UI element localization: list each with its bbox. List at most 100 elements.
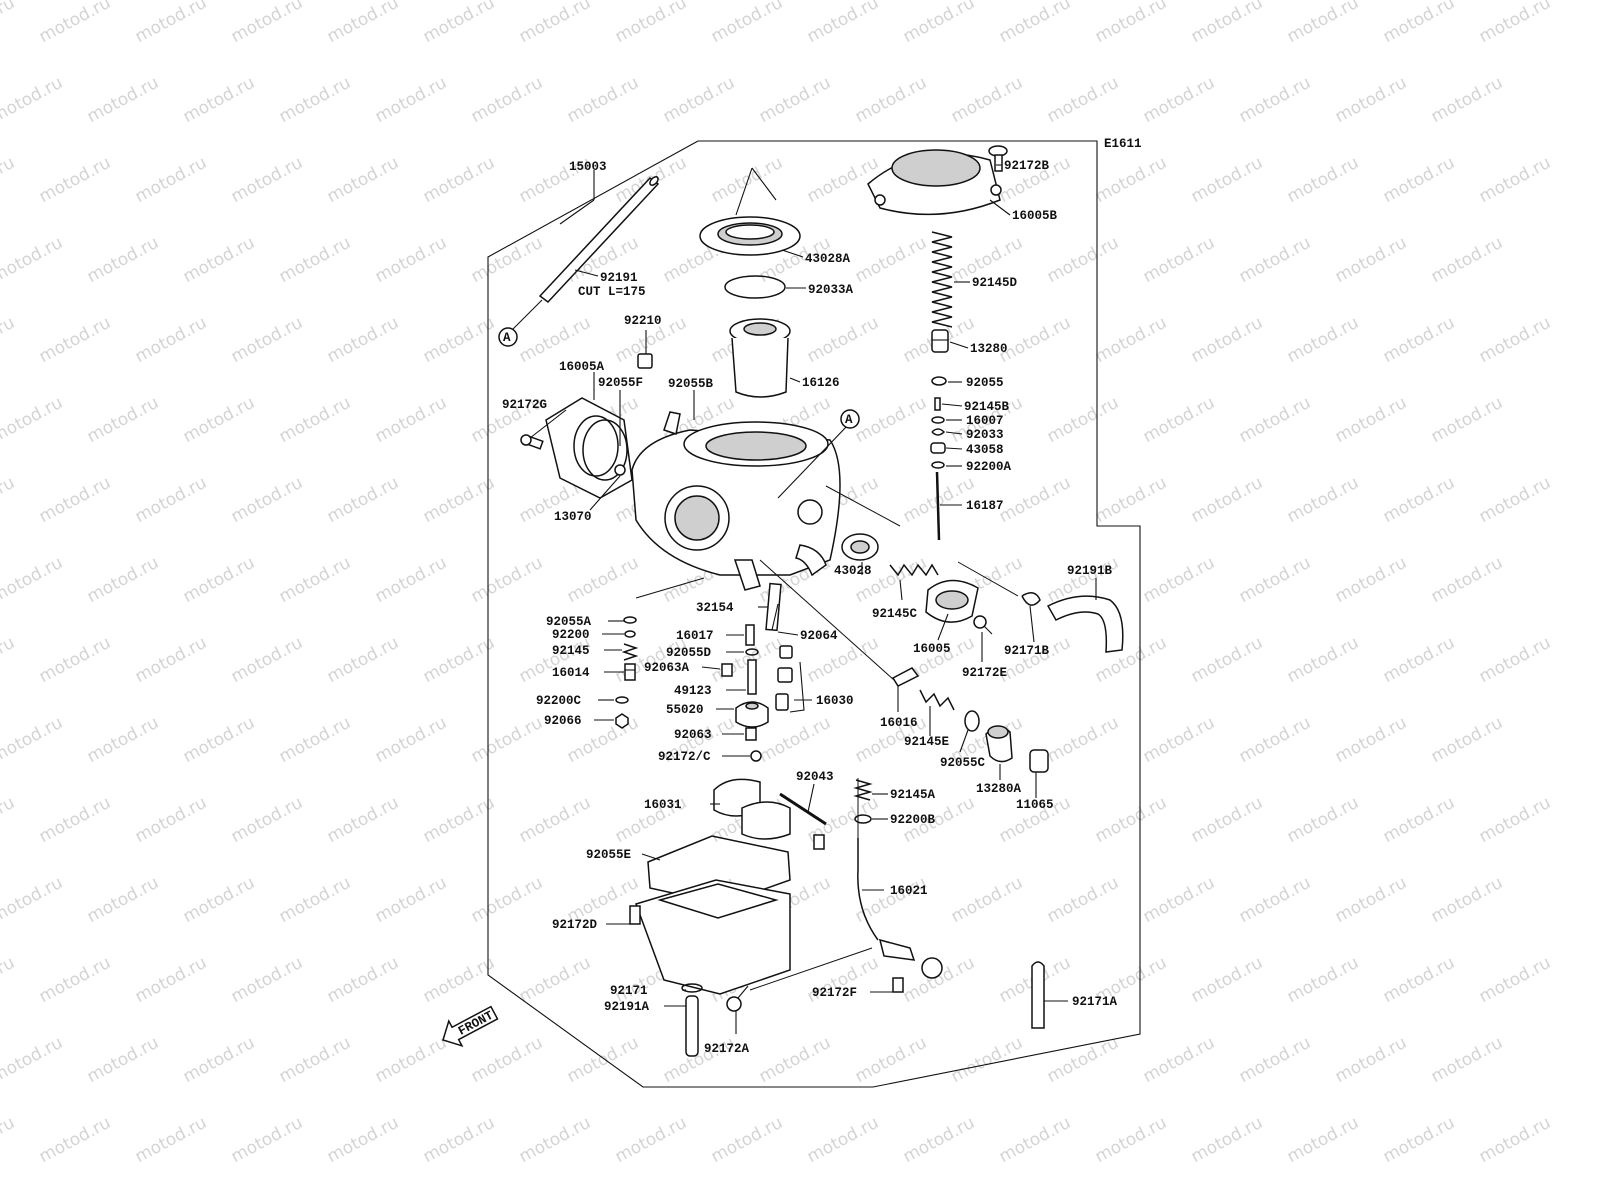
label-92043: 92043 [796,770,834,784]
label-16017: 16017 [676,629,714,643]
label-92171a: 92171A [1072,995,1118,1009]
label-92145a: 92145A [890,788,936,802]
hose-92191a [685,995,699,1057]
spring-92145d [931,231,953,328]
leader-92064-pin [771,603,779,631]
spring-92145c [889,563,939,577]
screw-92172b [988,145,1008,172]
rod-15003 [538,176,660,304]
ring-92033a [724,275,786,299]
pin-92043 [779,792,827,826]
screw-92172d [629,905,641,925]
label-92171b: 92171B [1004,644,1050,658]
label-cut: CUT L=175 [578,285,646,299]
label-92172c: 92172/C [658,750,711,764]
svg-text:A: A [503,331,511,345]
label-11065: 11065 [1016,798,1054,812]
label-92033: 92033 [966,428,1004,442]
label-16187: 16187 [966,499,1004,513]
label-43028a: 43028A [805,252,851,266]
washer-92200b [854,814,872,824]
label-43028: 43028 [834,564,872,578]
oring-92055a [623,616,637,624]
hose-92191b [1046,595,1124,653]
label-92172e: 92172E [962,666,1007,680]
needle-16187 [935,471,941,541]
part-13280 [931,329,949,353]
label-16005b: 16005B [1012,209,1058,223]
label-92055d: 92055D [666,646,712,660]
spring-92145e [919,689,955,711]
label-92066: 92066 [544,714,582,728]
label-92191a: 92191A [604,1000,650,1014]
label-92210: 92210 [624,314,662,328]
part-labels: 15003 92191 CUT L=175 43028A 92033A 9221… [502,159,1118,1056]
washer-92200 [624,630,636,638]
leader-lines [529,164,1097,1034]
washer-92200c [615,696,629,704]
part-16007 [931,416,945,424]
label-16005a: 16005A [559,360,605,374]
label-92200c: 92200C [536,694,582,708]
holder-55020 [735,701,769,728]
jet-92063a [721,663,733,677]
label-92055e: 92055E [586,848,631,862]
label-92055: 92055 [966,376,1004,390]
label-92064: 92064 [800,629,838,643]
nut-92210 [637,353,653,369]
group-16030 [775,645,805,713]
screw-16014 [624,663,636,681]
label-92145d: 92145D [972,276,1018,290]
label-92200a: 92200A [966,460,1012,474]
label-13070: 13070 [554,510,592,524]
label-55020: 55020 [666,703,704,717]
label-92172f: 92172F [812,986,857,1000]
label-92171: 92171 [610,984,648,998]
screw-92172g [520,434,544,450]
callout-a-right: A [777,409,860,499]
label-13280a: 13280A [976,782,1022,796]
clip-92033 [931,428,946,436]
screw-92172a [726,985,749,1012]
clamp-92171 [681,983,703,993]
cover-16005a [545,397,633,499]
part-13070 [614,464,626,476]
label-16021: 16021 [890,884,928,898]
label-92191b: 92191B [1067,564,1113,578]
screw-92172f [892,977,904,993]
cover-16005 [925,579,979,623]
screw-92172c [750,750,762,762]
diagram-frame [487,140,1141,1088]
label-92172a: 92172A [704,1042,750,1056]
cover-16005b [867,149,1002,216]
label-92145c: 92145C [872,607,918,621]
label-16016: 16016 [880,716,918,730]
diaphragm-43028a [699,167,801,256]
label-16005: 16005 [913,642,951,656]
part-92145b [934,397,941,411]
label-92063: 92063 [674,728,712,742]
float-16031 [713,778,791,840]
part-13280a [985,725,1013,763]
label-16126: 16126 [802,376,840,390]
cap-11065 [1029,749,1049,773]
tube-49123 [747,659,757,695]
label-49123: 49123 [674,684,712,698]
front-arrow-icon [442,1005,499,1048]
label-16031: 16031 [644,798,682,812]
assembly-lines [635,485,1019,991]
gasket-92055e [647,835,791,905]
jet-16017 [745,624,755,646]
label-13280: 13280 [970,342,1008,356]
oring-92055 [931,376,947,386]
label-92033a: 92033A [808,283,854,297]
cable-16021 [857,838,943,979]
screw-92172e [973,615,993,635]
label-92200: 92200 [552,628,590,642]
label-92145: 92145 [552,644,590,658]
screw-float [813,834,825,850]
oring-92055d [745,648,759,656]
callout-a-left: A [498,299,543,347]
label-92145b: 92145B [964,400,1010,414]
